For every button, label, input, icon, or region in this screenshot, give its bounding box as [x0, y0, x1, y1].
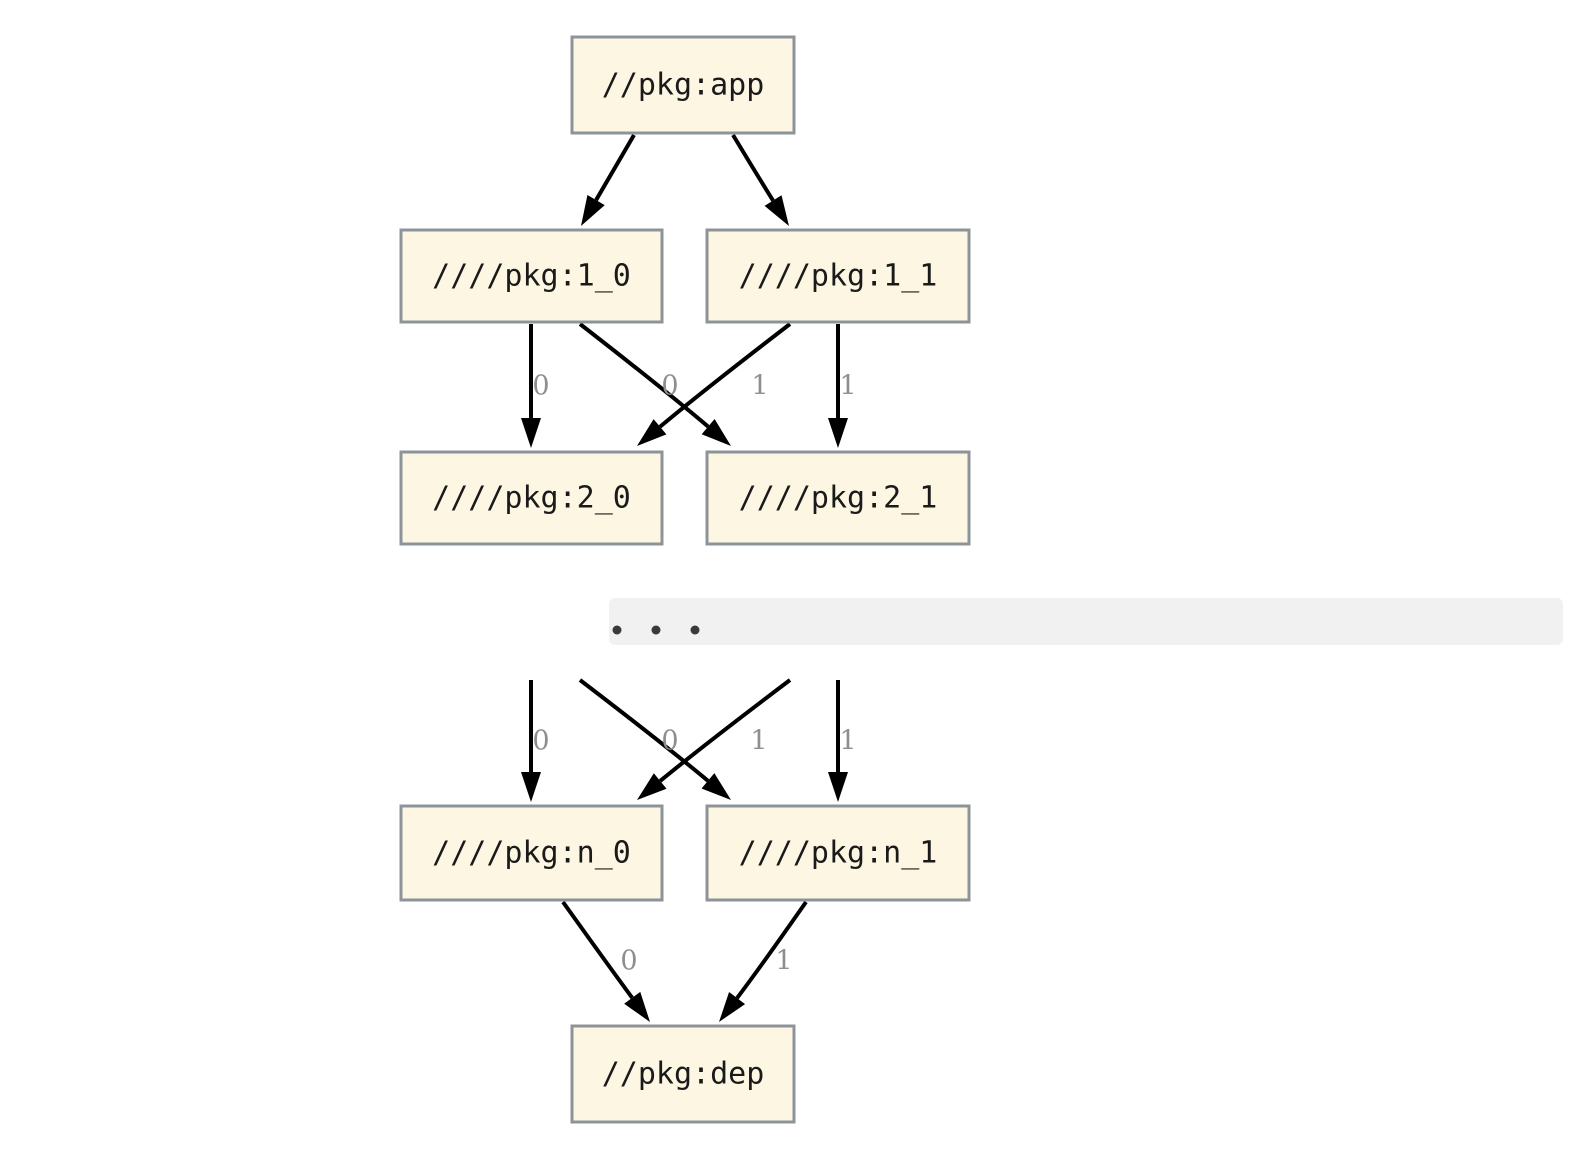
edge-line — [561, 900, 634, 1000]
edge-label-1_1-to-2_0: 1 — [751, 371, 768, 402]
node-nn_1[interactable]: ////pkg:n_1 — [705, 804, 971, 902]
node-dep[interactable]: //pkg:dep — [570, 1024, 796, 1124]
node-box — [399, 228, 664, 324]
node-label: ////pkg:2_0 — [432, 481, 631, 516]
node-n1_0[interactable]: ////pkg:1_0 — [399, 228, 664, 324]
ellipsis-separator — [609, 598, 1563, 645]
edge-1_0-to-2_0 — [521, 324, 541, 448]
edge-label-n_1-to-dep: 1 — [775, 946, 792, 977]
node-label: //pkg:dep — [602, 1057, 765, 1092]
edge-n_1-to-dep — [719, 900, 808, 1022]
arrowhead-icon — [828, 772, 848, 802]
arrowhead-icon — [521, 772, 541, 802]
arrowhead-icon — [719, 992, 746, 1022]
ellipsis-dot — [612, 625, 622, 635]
edge-cut-to-n_1 — [578, 678, 731, 800]
node-nn_0[interactable]: ////pkg:n_0 — [399, 804, 664, 902]
node-box — [570, 35, 796, 135]
edges-layer — [521, 133, 848, 1022]
edge-line — [578, 678, 710, 783]
node-label: ////pkg:n_0 — [432, 836, 631, 871]
arrowhead-icon — [521, 418, 541, 448]
edge-label-1_0-to-2_0: 0 — [532, 371, 549, 402]
edge-cut-to-n_0 — [521, 680, 541, 802]
edge-app-to-1_1 — [731, 133, 789, 226]
edge-app-to-1_0 — [581, 133, 636, 226]
edge-line — [658, 678, 792, 783]
node-n2_1[interactable]: ////pkg:2_1 — [705, 450, 971, 546]
edge-line — [594, 133, 636, 202]
arrowhead-icon — [637, 773, 667, 800]
edge-n_0-to-dep — [561, 900, 650, 1022]
ellipsis-dot — [690, 625, 700, 635]
node-n1_1[interactable]: ////pkg:1_1 — [705, 228, 971, 324]
node-label: ////pkg:2_1 — [739, 481, 938, 516]
arrowhead-icon — [581, 195, 605, 226]
edge-line — [658, 322, 792, 429]
ellipsis-dot — [651, 625, 661, 635]
node-box — [399, 804, 664, 902]
edge-label-cut-to-n_0: 0 — [532, 726, 549, 757]
arrowhead-icon — [764, 195, 789, 226]
edge-1_1-to-2_0 — [637, 322, 792, 446]
ellipsis-band — [609, 598, 1563, 645]
edge-line — [735, 900, 808, 1000]
arrowhead-icon — [624, 991, 650, 1022]
edge-line — [731, 133, 775, 202]
arrowhead-icon — [701, 418, 731, 446]
arrowhead-icon — [828, 418, 848, 448]
edge-label-cut-to-n_1: 0 — [661, 726, 678, 757]
node-box — [705, 450, 971, 546]
edge-label-1_1-to-2_1: 1 — [839, 371, 856, 402]
node-box — [399, 450, 664, 546]
node-n2_0[interactable]: ////pkg:2_0 — [399, 450, 664, 546]
edge-label-cut2-to-n_0: 1 — [750, 726, 767, 757]
node-box — [705, 228, 971, 324]
node-label: ////pkg:n_1 — [739, 836, 938, 871]
node-box — [705, 804, 971, 902]
edge-line — [578, 322, 710, 429]
node-label: ////pkg:1_0 — [432, 259, 631, 294]
arrowhead-icon — [637, 419, 667, 446]
edge-1_1-to-2_1 — [828, 324, 848, 448]
edge-label-1_0-to-2_1: 0 — [661, 371, 678, 402]
node-label: ////pkg:1_1 — [739, 259, 938, 294]
edge-label-cut2-to-n_1: 1 — [839, 726, 856, 757]
edge-1_0-to-2_1 — [578, 322, 731, 446]
node-app[interactable]: //pkg:app — [570, 35, 796, 135]
edge-label-n_0-to-dep: 0 — [620, 946, 637, 977]
nodes-layer: //pkg:app ////pkg:1_0 ////pkg:1_1 ////pkg:2… — [399, 35, 971, 1124]
node-label: //pkg:app — [602, 68, 765, 103]
edge-cut2-to-n_1 — [828, 680, 848, 802]
edge-labels-layer: 0 0 1 1 0 0 1 1 0 1 — [532, 371, 856, 977]
node-box — [570, 1024, 796, 1124]
edge-cut2-to-n_0 — [637, 678, 792, 800]
arrowhead-icon — [701, 773, 731, 800]
